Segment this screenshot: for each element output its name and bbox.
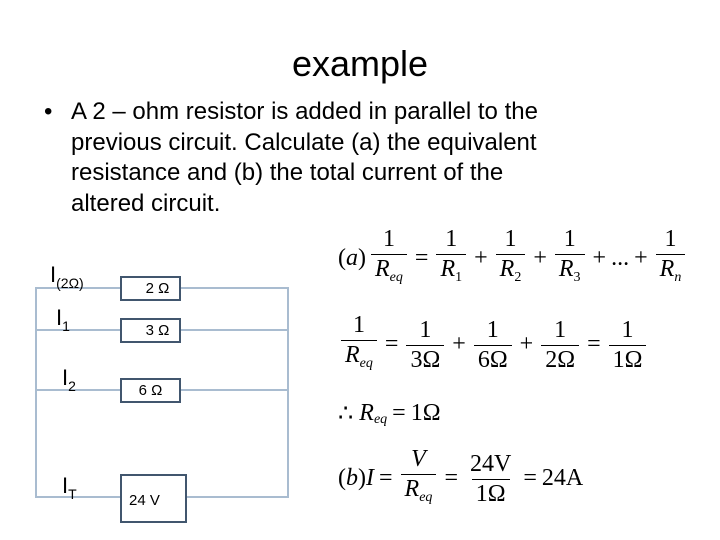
problem-text: A 2 – ohm resistor is added in parallel … [71, 97, 686, 219]
problem-line: previous circuit. Calculate (a) the equi… [71, 128, 537, 156]
part-a-prefix: (a) [338, 245, 366, 271]
current-label-2ohm: I(2Ω) [50, 262, 84, 292]
left-rail-wire [35, 287, 37, 498]
current-subscript: T [68, 486, 77, 502]
resistor-2ohm: 2 Ω [120, 276, 181, 301]
right-rail-wire [287, 287, 289, 498]
problem-line: altered circuit. [71, 189, 221, 217]
resistor-6ohm: 6 Ω [120, 378, 181, 403]
slide-title: example [291, 43, 429, 84]
current-label-i1: I1 [56, 305, 70, 335]
resistor-label: 3 Ω [145, 322, 170, 339]
problem-line: A 2 – ohm resistor is added in parallel … [71, 98, 538, 125]
current-label-total: IT [62, 473, 77, 503]
current-subscript: (2Ω) [56, 275, 84, 291]
current-subscript: 1 [62, 318, 70, 334]
bullet-dot-icon: • [44, 98, 53, 125]
resistor-label: 2 Ω [145, 280, 170, 297]
problem-line: resistance and (b) the total current of … [71, 159, 504, 186]
voltage-label: 24 V [129, 492, 160, 509]
current-subscript: 2 [68, 378, 76, 394]
current-label-i2: I2 [62, 365, 76, 395]
resistor-3ohm: 3 Ω [120, 318, 181, 343]
part-b-prefix: (b) [338, 465, 366, 491]
voltage-source: 24 V [120, 474, 187, 523]
resistor-label: 6 Ω [138, 382, 163, 399]
